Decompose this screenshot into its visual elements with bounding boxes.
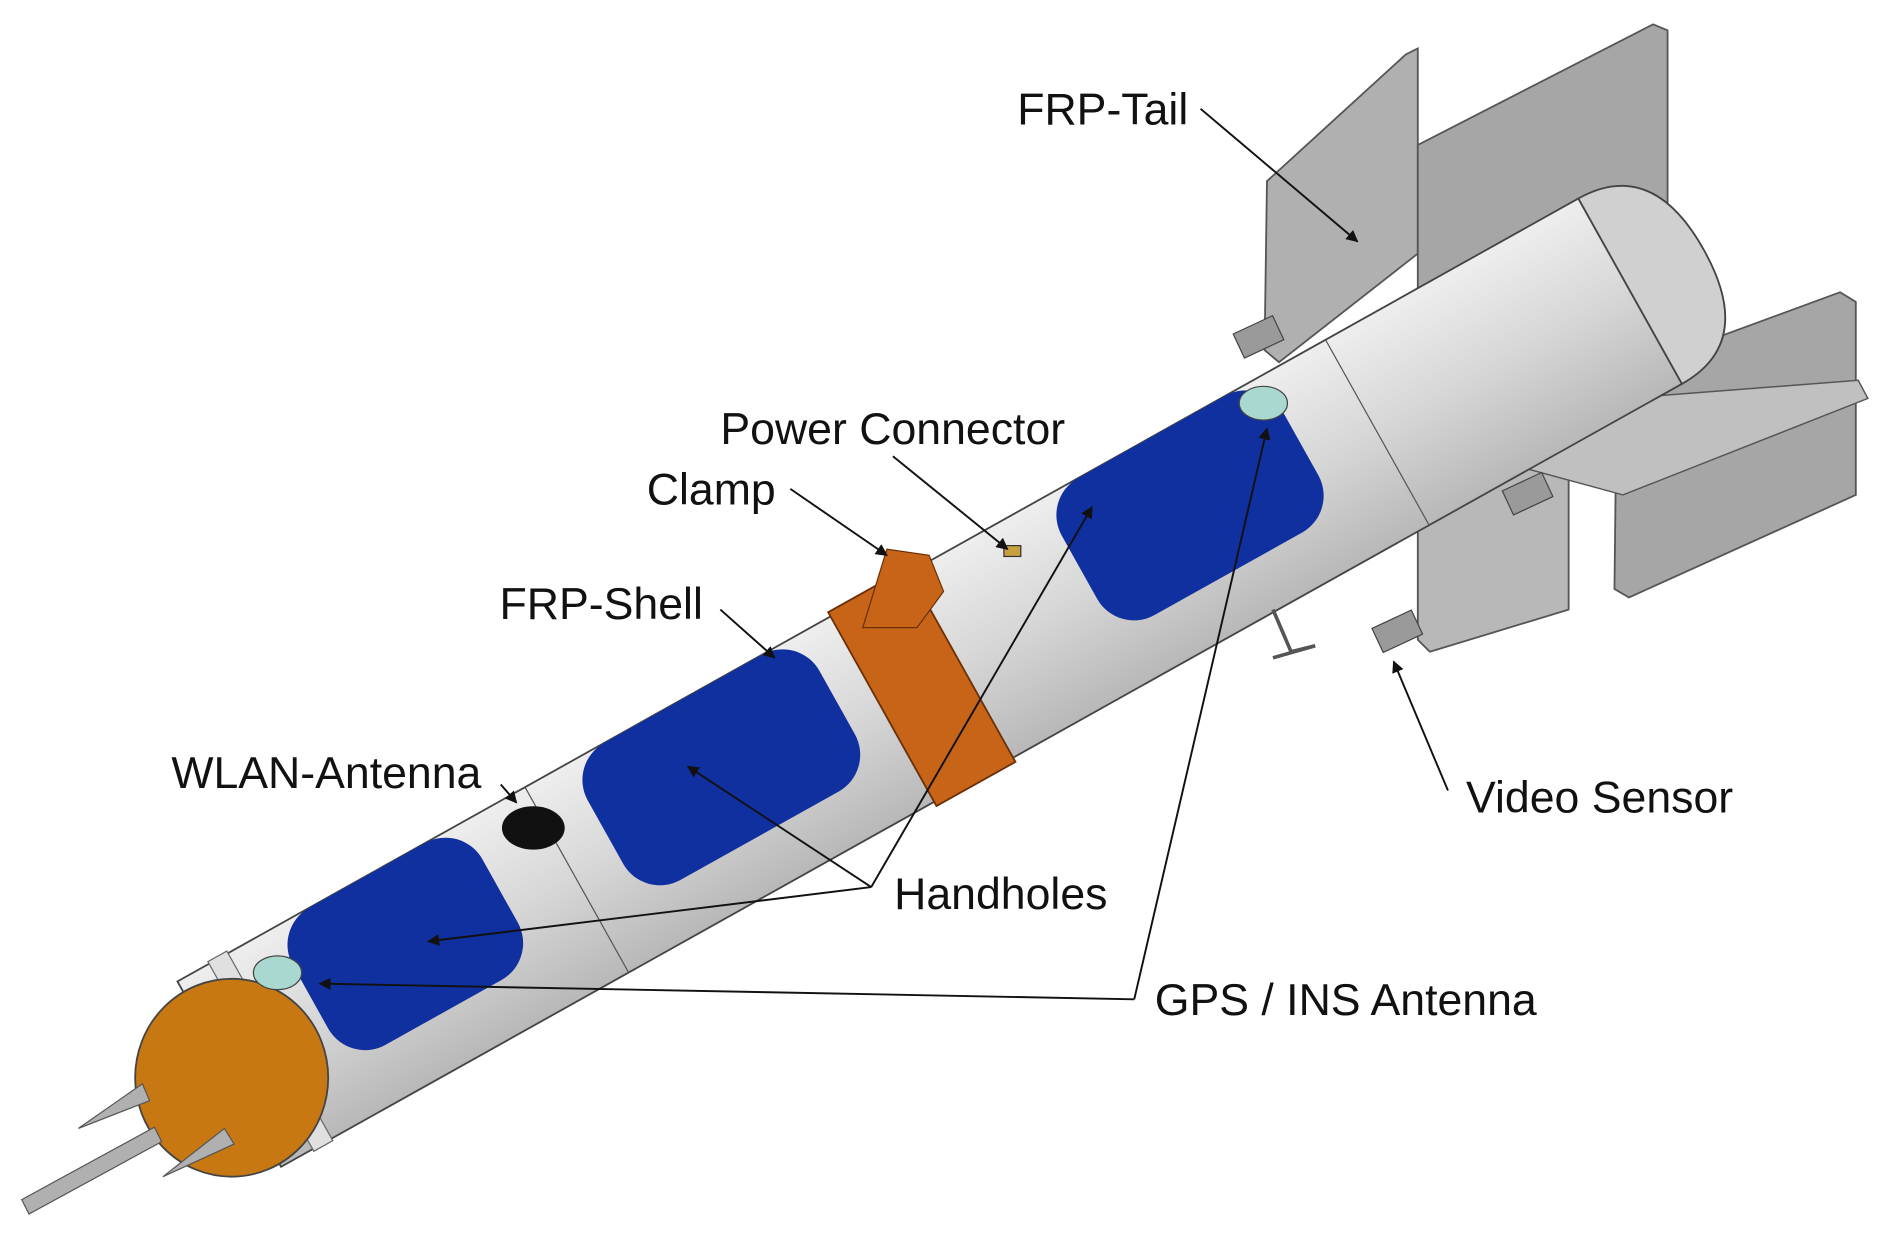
gps-antenna-rear [1238, 385, 1289, 421]
handhole-2 [582, 649, 861, 886]
label-clamp: Clamp [647, 466, 776, 515]
label-wlan-antenna: WLAN-Antenna [171, 749, 481, 798]
leader-lines [318, 108, 1449, 1001]
gps-antenna-front [252, 955, 303, 991]
handhole-3 [1056, 390, 1324, 621]
nose-probes [20, 1082, 235, 1215]
video-sensors [1232, 314, 1554, 654]
handhole-1 [287, 837, 524, 1051]
label-handholes: Handholes [894, 870, 1107, 919]
label-power-connector: Power Connector [720, 405, 1065, 454]
wlan-antenna [501, 806, 565, 850]
label-video-sensor: Video Sensor [1466, 773, 1733, 822]
label-gps-ins-antenna: GPS / INS Antenna [1155, 976, 1537, 1025]
power-connector [1003, 544, 1022, 558]
label-frp-shell: FRP-Shell [500, 580, 703, 629]
clamp-bracket [861, 548, 945, 629]
nose-cone [134, 977, 330, 1178]
label-frp-tail: FRP-Tail [1017, 85, 1188, 134]
